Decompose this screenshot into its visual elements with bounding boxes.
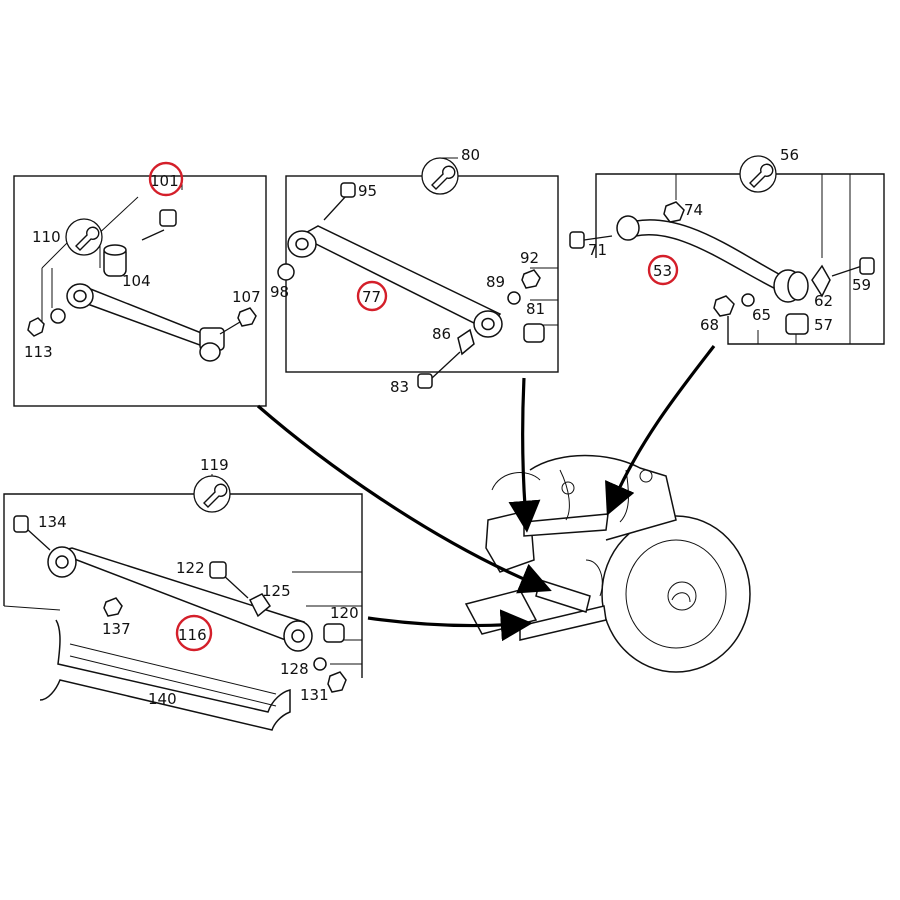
label-62: 62 bbox=[814, 292, 833, 310]
bolt-104-drawing bbox=[141, 209, 177, 241]
label-104: 104 bbox=[122, 272, 151, 290]
panel-frame bbox=[3, 493, 363, 678]
label-122: 122 bbox=[176, 559, 205, 577]
label-83: 83 bbox=[390, 378, 409, 396]
label-125: 125 bbox=[262, 582, 291, 600]
arrow-101-to-axle bbox=[256, 404, 552, 594]
panel-frame bbox=[13, 175, 267, 407]
panel-frame bbox=[595, 173, 885, 345]
panel-camber-link-53: 56 74 71 53 59 62 68 65 57 bbox=[569, 146, 885, 345]
label-116: 116 bbox=[178, 626, 207, 644]
label-74: 74 bbox=[684, 201, 703, 219]
label-120: 120 bbox=[330, 604, 359, 622]
label-53: 53 bbox=[653, 262, 672, 280]
leader-arrows bbox=[256, 345, 716, 642]
panel-lateral-link-101: 101 110 104 107 113 bbox=[13, 161, 267, 407]
wrench-icon bbox=[65, 218, 103, 256]
label-71: 71 bbox=[588, 241, 607, 259]
label-98: 98 bbox=[270, 283, 289, 301]
label-95: 95 bbox=[358, 182, 377, 200]
label-68: 68 bbox=[700, 316, 719, 334]
label-57: 57 bbox=[814, 316, 833, 334]
upper-link-77-drawing bbox=[287, 225, 503, 338]
label-65: 65 bbox=[752, 306, 771, 324]
arrow-116-to-axle bbox=[367, 609, 533, 642]
label-101: 101 bbox=[150, 172, 179, 190]
highlight-circle-77 bbox=[356, 280, 388, 312]
lateral-link-101-drawing bbox=[66, 283, 241, 362]
label-131: 131 bbox=[300, 686, 329, 704]
arrow-77-to-axle bbox=[508, 377, 541, 533]
highlight-circle-101 bbox=[148, 161, 184, 197]
panel-frame bbox=[285, 175, 559, 373]
label-92: 92 bbox=[520, 249, 539, 267]
panel-trailing-link-116: 119 134 122 125 120 137 116 128 140 131 bbox=[3, 456, 363, 731]
label-77: 77 bbox=[362, 288, 381, 306]
label-89: 89 bbox=[486, 273, 505, 291]
arrow-53-to-axle bbox=[605, 345, 716, 516]
axle-assembly-drawing bbox=[464, 454, 751, 673]
label-81: 81 bbox=[526, 300, 545, 318]
trailing-link-116-drawing bbox=[47, 546, 313, 652]
highlight-circle-53 bbox=[647, 254, 679, 286]
label-128: 128 bbox=[280, 660, 309, 678]
label-119: 119 bbox=[200, 456, 229, 474]
label-107: 107 bbox=[232, 288, 261, 306]
label-140: 140 bbox=[148, 690, 177, 708]
label-110: 110 bbox=[32, 228, 61, 246]
cross-member-140-drawing bbox=[39, 619, 291, 731]
label-59: 59 bbox=[852, 276, 871, 294]
wrench-icon bbox=[739, 155, 777, 193]
label-86: 86 bbox=[432, 325, 451, 343]
label-80: 80 bbox=[461, 146, 480, 164]
wrench-icon bbox=[193, 475, 231, 513]
label-113: 113 bbox=[24, 343, 53, 361]
panel-upper-link-77: 80 95 98 77 92 89 81 86 83 bbox=[270, 146, 559, 396]
label-56: 56 bbox=[780, 146, 799, 164]
highlight-circle-116 bbox=[175, 614, 213, 652]
label-134: 134 bbox=[38, 513, 67, 531]
camber-link-53-drawing bbox=[616, 215, 809, 303]
label-137: 137 bbox=[102, 620, 131, 638]
wrench-icon bbox=[421, 157, 459, 195]
